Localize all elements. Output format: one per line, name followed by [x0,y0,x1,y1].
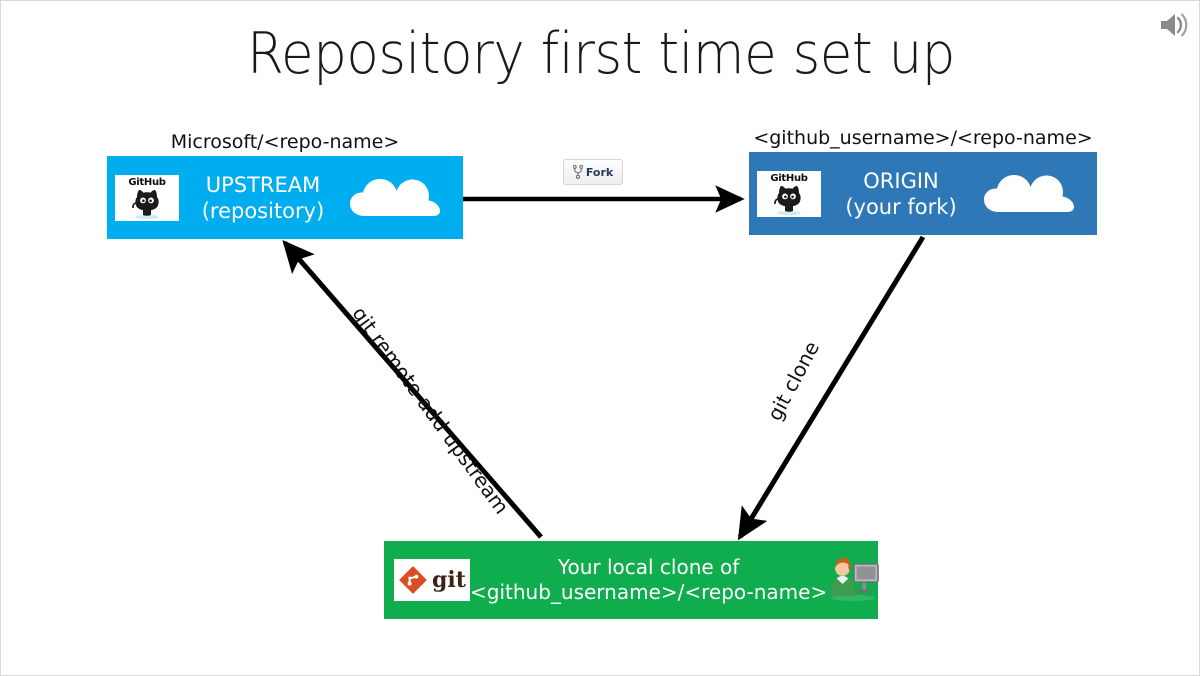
person-at-computer-icon [827,554,881,607]
page-title: Repository first time set up [247,21,955,87]
origin-subtitle: (your fork) [845,194,957,219]
arrow-label-git-clone: git clone [762,337,825,425]
cloud-icon [347,170,443,225]
fork-icon [572,165,583,179]
git-logo-label: git [432,567,466,593]
cloud-icon [981,166,1077,221]
fork-button-label: Fork [585,165,614,179]
upstream-subtitle: (repository) [201,198,325,223]
speaker-icon[interactable] [1157,9,1191,41]
github-logo: GitHub [757,170,821,217]
upstream-node-text: UPSTREAM (repository) [179,172,347,224]
local-clone-node[interactable]: git Your local clone of <github_username… [384,541,881,619]
arrow-label-git-remote-add-upstream: git remote add upstream [347,301,514,519]
origin-node-text: ORIGIN (your fork) [821,168,981,220]
arrow-origin-to-local [737,235,926,541]
local-clone-subtitle: <github_username>/<repo-name> [470,580,828,604]
origin-node[interactable]: GitHub ORIGIN (your fork) [749,152,1097,235]
github-logo-label: GitHub [128,176,166,188]
github-octocat-icon [132,189,159,219]
local-clone-title: Your local clone of [557,555,740,579]
local-clone-text: Your local clone of <github_username>/<r… [470,555,827,605]
upstream-caption: Microsoft/<repo-name> [170,131,400,153]
git-logo: git [394,559,470,601]
upstream-node[interactable]: GitHub UPSTREAM (repository) [107,156,463,239]
origin-title: ORIGIN [863,168,939,193]
github-logo: GitHub [115,174,179,221]
github-octocat-icon [774,185,801,215]
git-diamond-icon [399,566,427,594]
upstream-title: UPSTREAM [205,172,321,197]
fork-button[interactable]: Fork [563,159,623,185]
github-logo-label: GitHub [770,172,808,184]
origin-caption: <github_username>/<repo-name> [753,127,1093,149]
